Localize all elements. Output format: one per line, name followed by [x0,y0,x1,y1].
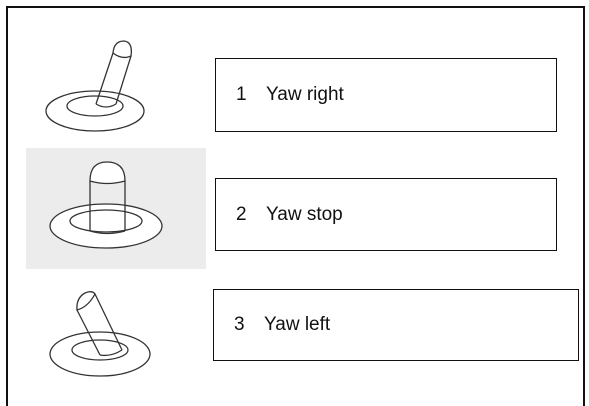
yaw-right-option[interactable]: 1 Yaw right [215,58,557,132]
yaw-left-option[interactable]: 3 Yaw left [213,289,579,361]
panel-frame [6,6,585,406]
yaw-stop-option[interactable]: 2 Yaw stop [215,178,557,251]
option-label: Yaw stop [266,203,343,225]
option-number: 2 [236,203,247,225]
lever-tilted-left-icon[interactable] [40,280,200,390]
lever-tilted-right-icon[interactable] [40,36,200,146]
lever-upright-icon[interactable] [40,156,200,266]
option-number: 1 [236,84,247,105]
option-number: 3 [234,314,245,335]
option-label: Yaw right [266,84,344,105]
option-label: Yaw left [264,314,331,335]
